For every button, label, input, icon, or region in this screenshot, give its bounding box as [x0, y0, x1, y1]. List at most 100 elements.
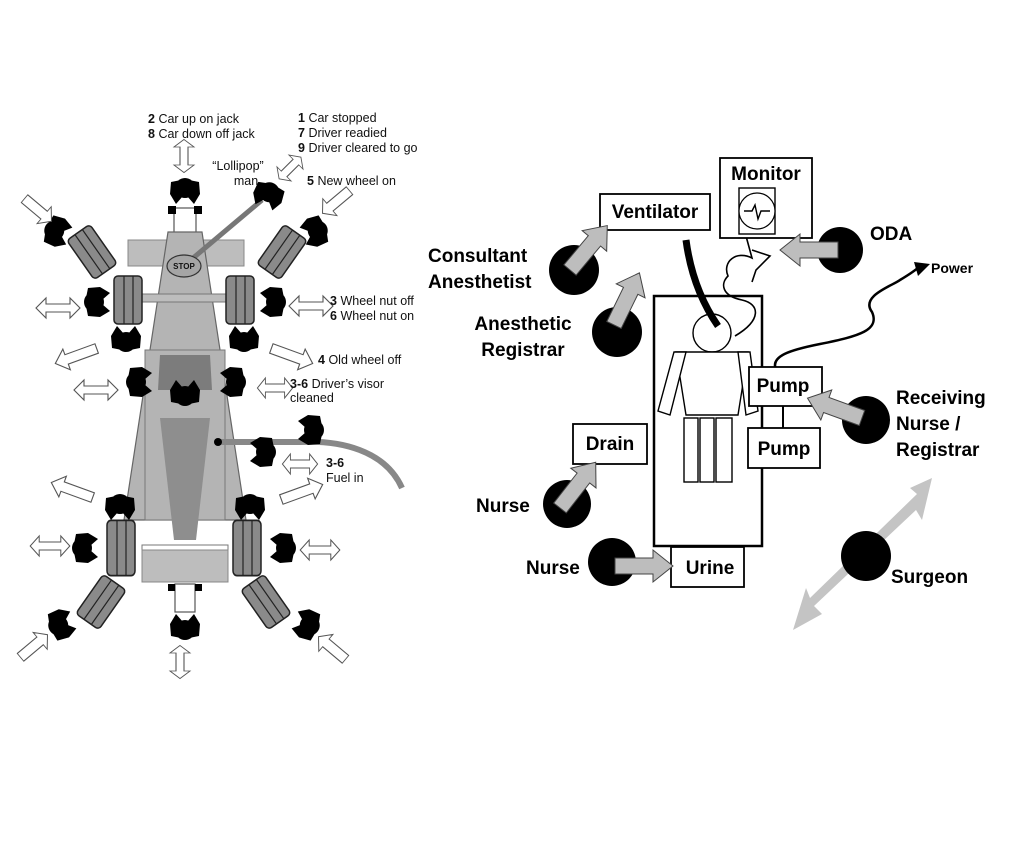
- rear-wing: [141, 549, 229, 583]
- crew-fl-nut: [84, 287, 110, 317]
- rear-jack: [174, 583, 196, 613]
- power-label: Power: [931, 260, 974, 276]
- svg-text:“Lollipop”: “Lollipop”: [212, 159, 263, 173]
- theatre-panel: Power Ventilator Monitor Pump Pump Drain: [428, 157, 986, 630]
- svg-text:3-6 Driver’s visor: 3-6 Driver’s visor: [290, 377, 384, 391]
- arrow-nut-rr: [299, 539, 341, 561]
- arrow-rear-jack: [169, 644, 191, 680]
- svg-text:Nurse /: Nurse /: [896, 414, 961, 435]
- lollipop-pole: [184, 198, 264, 266]
- ventilator-box: Ventilator: [599, 193, 711, 231]
- svg-text:Fuel in: Fuel in: [326, 471, 364, 485]
- svg-text:Anesthetist: Anesthetist: [428, 272, 532, 293]
- svg-text:Ventilator: Ventilator: [612, 202, 699, 223]
- crew-rr-nut: [270, 533, 296, 563]
- annotation-driver: 1 Car stopped 7 Driver readied 9 Driver …: [298, 111, 418, 155]
- arrow-nut-rl: [29, 535, 71, 557]
- role-receiving-nurse-registrar: Receiving Nurse / Registrar: [801, 382, 986, 461]
- rear-left-tyre: [106, 519, 136, 577]
- annotation-visor: 3-6 Driver’s visor cleaned: [290, 377, 384, 405]
- new-tyre-rear-right: [240, 573, 292, 631]
- power-cable: [773, 265, 921, 371]
- front-left-tyre: [113, 275, 143, 325]
- urine-box: Urine: [670, 546, 745, 588]
- role-nurse-drain: Nurse: [476, 451, 609, 528]
- pit-stop-panel: STOP: [12, 111, 418, 680]
- power-arrowhead: [914, 262, 930, 276]
- crew-rear-jack: [170, 614, 200, 640]
- svg-text:1 Car stopped: 1 Car stopped: [298, 111, 377, 125]
- stop-sign: [166, 254, 202, 278]
- arrow-nut-fl: [35, 297, 81, 319]
- ventilator-tube: [682, 239, 721, 328]
- arrow-old-wheel-rl: [47, 471, 97, 509]
- monitor-leads: [722, 235, 772, 337]
- svg-text:Monitor: Monitor: [731, 164, 801, 185]
- svg-text:3 Wheel nut off: 3 Wheel nut off: [330, 294, 414, 308]
- monitor-box: Monitor: [719, 157, 813, 239]
- annotation-fuel: 3-6 Fuel in: [326, 456, 364, 485]
- role-nurse-urine: Nurse: [526, 538, 674, 586]
- annotation-new-wheel: 5 New wheel on: [307, 174, 396, 188]
- race-car: STOP: [123, 198, 405, 613]
- svg-text:cleaned: cleaned: [290, 391, 334, 405]
- crew-fr-nut: [260, 287, 286, 317]
- new-tyre-rear-left: [75, 573, 127, 631]
- arrow-new-wheel-fr: [314, 181, 358, 223]
- svg-text:Drain: Drain: [586, 434, 635, 455]
- annotation-lollipop: “Lollipop” man: [212, 159, 263, 188]
- svg-text:8 Car down off jack: 8 Car down off jack: [148, 127, 256, 141]
- crew-fr-off: [229, 326, 259, 352]
- arrow-fuel: [281, 453, 319, 475]
- svg-text:6 Wheel nut on: 6 Wheel nut on: [330, 309, 414, 323]
- crew-rl-off: [105, 494, 135, 520]
- crew-rl-new: [43, 605, 79, 643]
- crew-fuel-1: [250, 437, 276, 467]
- svg-text:man: man: [234, 174, 258, 188]
- svg-text:Registrar: Registrar: [896, 440, 980, 461]
- svg-text:3-6: 3-6: [326, 456, 344, 470]
- arrow-visor-right: [256, 377, 294, 399]
- arrow-old-wheel-rr: [277, 473, 327, 511]
- arrow-new-wheel-rr: [310, 627, 354, 669]
- new-tyre-front-right: [256, 223, 308, 281]
- role-consultant-anesthetist: Consultant Anesthetist: [428, 214, 621, 295]
- arrow-front-jack: [173, 138, 195, 174]
- pump-box-2: Pump: [747, 427, 821, 469]
- svg-text:Pump: Pump: [757, 376, 810, 397]
- svg-text:2 Car up on jack: 2 Car up on jack: [148, 112, 240, 126]
- crew-rl-nut: [72, 533, 98, 563]
- crew-fuel-2: [298, 415, 324, 445]
- role-surgeon: Surgeon: [793, 478, 968, 630]
- svg-text:Urine: Urine: [686, 558, 735, 579]
- annotation-old-wheel: 4 Old wheel off: [318, 353, 402, 367]
- patient: [657, 313, 759, 483]
- role-anesthetic-registrar: Anesthetic Registrar: [474, 265, 655, 361]
- crew-rr-off: [235, 494, 265, 520]
- svg-text:Pump: Pump: [758, 439, 811, 460]
- crew-front-jack: [170, 178, 200, 204]
- annotation-jack: 2 Car up on jack 8 Car down off jack: [148, 112, 256, 141]
- svg-text:7 Driver readied: 7 Driver readied: [298, 126, 387, 140]
- annotation-wheel-nut: 3 Wheel nut off 6 Wheel nut on: [330, 294, 414, 323]
- svg-text:Nurse: Nurse: [526, 558, 580, 579]
- svg-text:Registrar: Registrar: [481, 340, 565, 361]
- arrow-old-wheel-fr: [267, 337, 317, 375]
- svg-text:9 Driver cleared to go: 9 Driver cleared to go: [298, 141, 418, 155]
- arrow-new-wheel-rl: [12, 625, 56, 667]
- svg-text:Anesthetic: Anesthetic: [474, 314, 572, 335]
- stop-sign-label: STOP: [173, 262, 195, 271]
- role-oda: ODA: [779, 224, 913, 273]
- arrow-lollipop: [271, 149, 309, 187]
- crew-fl-off: [111, 326, 141, 352]
- rear-right-tyre: [232, 519, 262, 577]
- arrow-old-wheel-fl: [51, 337, 101, 375]
- svg-text:Consultant: Consultant: [428, 246, 528, 267]
- arrow-nut-fr: [288, 295, 334, 317]
- svg-text:ODA: ODA: [870, 224, 913, 245]
- drain-box: Drain: [572, 423, 648, 465]
- front-right-tyre: [225, 275, 255, 325]
- svg-text:Receiving: Receiving: [896, 388, 986, 409]
- heartbeat-icon: [744, 202, 770, 222]
